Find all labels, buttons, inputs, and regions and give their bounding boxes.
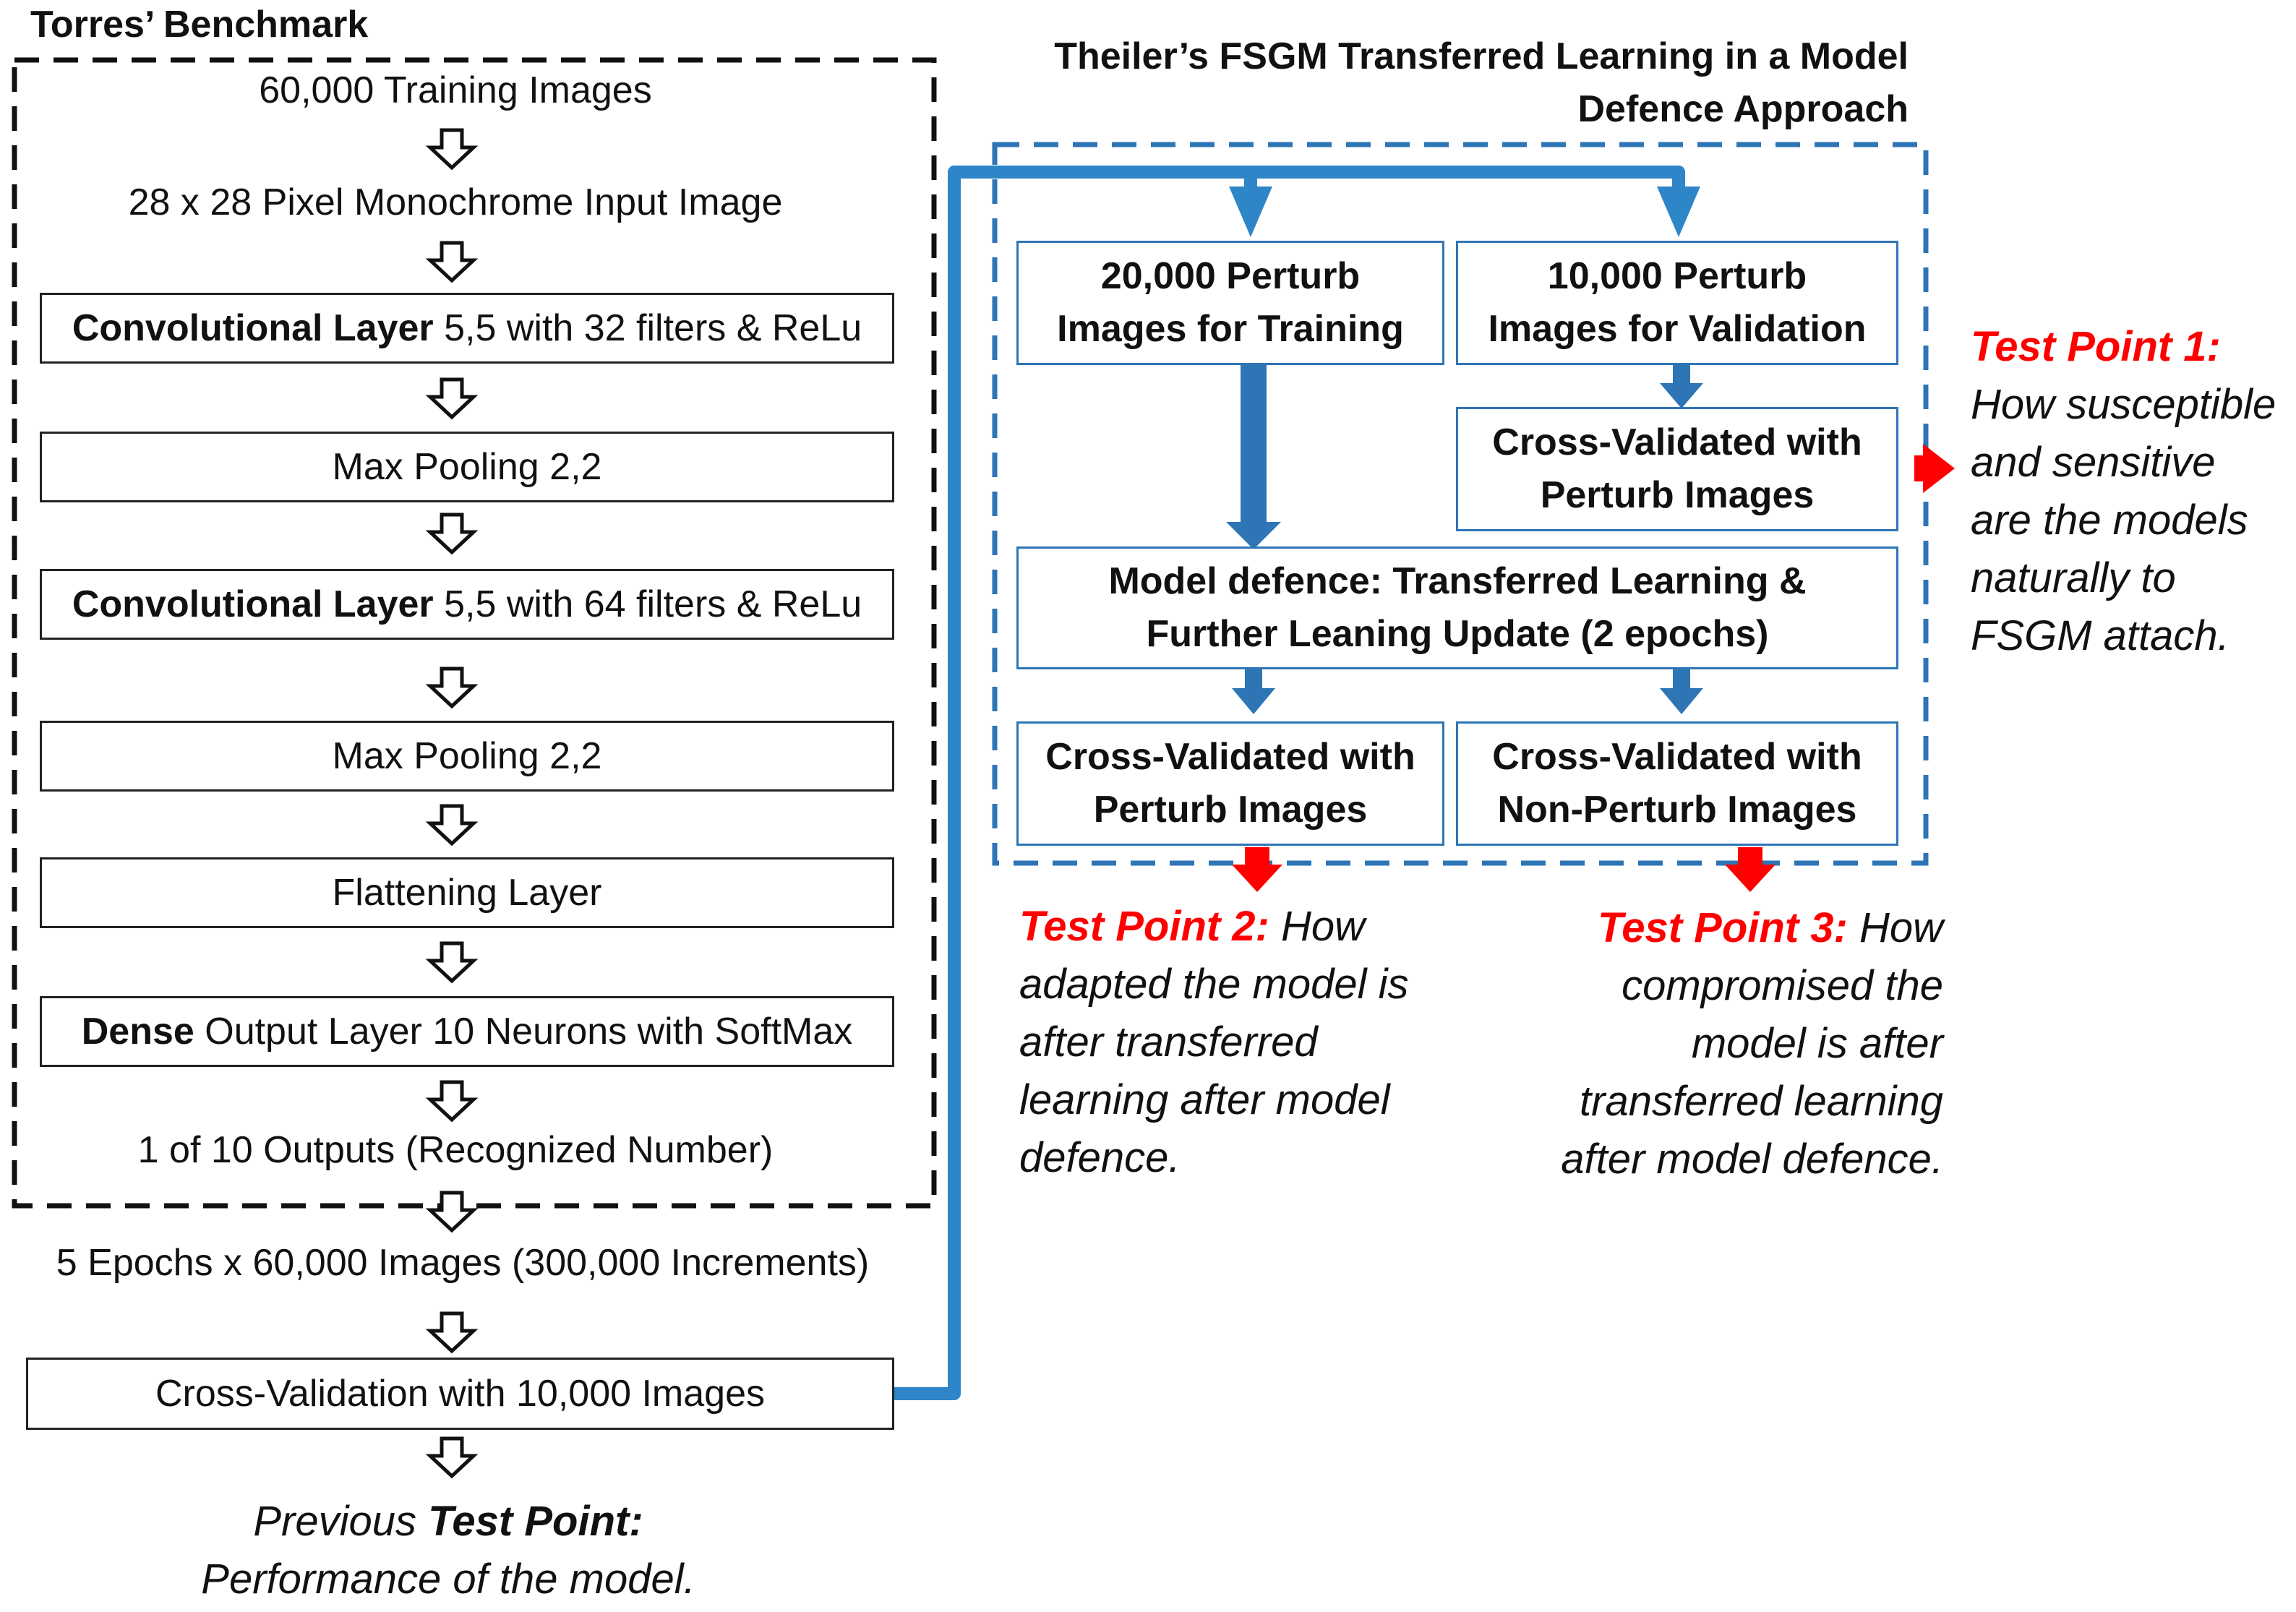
- model-defence-line1: Model defence: Transferred Learning &: [1108, 560, 1807, 603]
- flow-arrow-11: [430, 1439, 474, 1476]
- defence-title-line2: Defence Approach: [1577, 88, 1909, 130]
- conv-layer-2-text: 5,5 with 64 filters & ReLu: [433, 583, 862, 625]
- blue-arrow-defence-to-cv-nonperturb: [1660, 669, 1703, 714]
- blue-arrow-validation-to-cv: [1660, 365, 1703, 408]
- test-point-2-line2: after transferred: [1019, 1019, 1318, 1066]
- test-point-1-line2: and sensitive: [1971, 439, 2216, 486]
- conv-layer-2-box: Convolutional Layer 5,5 with 64 filters …: [40, 569, 894, 640]
- input-image-label: 28 x 28 Pixel Monochrome Input Image: [128, 181, 783, 223]
- conv-layer-2-bold: Convolutional Layer: [72, 583, 434, 625]
- test-point-3-line3: transferred learning: [1580, 1078, 1943, 1125]
- test-point-3-first: How: [1847, 904, 1943, 951]
- red-arrow-test-point-3: [1725, 847, 1775, 892]
- flow-arrow-5: [430, 669, 474, 706]
- dense-layer-box: Dense Output Layer 10 Neurons with SoftM…: [40, 996, 894, 1067]
- flow-arrow-2: [430, 243, 474, 280]
- dense-layer-bold: Dense: [81, 1010, 194, 1052]
- test-point-1-line1: How susceptible: [1971, 381, 2276, 428]
- model-defence-line2: Further Leaning Update (2 epochs): [1146, 613, 1769, 655]
- cv-perturb-bottom-box: Cross-Validated with Perturb Images: [1016, 721, 1444, 846]
- red-arrow-test-point-1: [1914, 444, 1955, 493]
- conv-layer-1-bold: Convolutional Layer: [72, 306, 434, 349]
- cv-perturb-bottom-line2: Perturb Images: [1093, 789, 1368, 831]
- test-point-1-line4: naturally to: [1971, 554, 2176, 601]
- blue-arrow-defence-to-cv-perturb: [1232, 669, 1275, 714]
- flow-arrow-4: [430, 515, 474, 552]
- test-point-1-line3: are the models: [1971, 497, 2248, 544]
- defence-title-line1: Theiler’s FSGM Transferred Learning in a…: [1054, 35, 1909, 77]
- model-defence-box: Model defence: Transferred Learning & Fu…: [1016, 546, 1898, 669]
- cv-perturb-top-line1: Cross-Validated with: [1492, 421, 1862, 464]
- red-arrow-test-point-2: [1232, 847, 1282, 892]
- dense-layer-text: Output Layer 10 Neurons with SoftMax: [194, 1010, 853, 1052]
- perturb-training-box: 20,000 Perturb Images for Training: [1016, 241, 1444, 365]
- test-point-2-line1: adapted the model is: [1019, 961, 1409, 1008]
- test-point-1-line5: FSGM attach.: [1971, 612, 2229, 659]
- training-images-label: 60,000 Training Images: [259, 69, 652, 111]
- test-point-3-line1: compromised the: [1622, 962, 1943, 1009]
- previous-test-point-bold: Test Point:: [428, 1498, 643, 1545]
- flow-arrow-1: [430, 130, 474, 168]
- max-pooling-2-box: Max Pooling 2,2: [40, 721, 894, 792]
- epochs-label: 5 Epochs x 60,000 Images (300,000 Increm…: [56, 1242, 870, 1284]
- test-point-3-line4: after model defence.: [1561, 1136, 1943, 1183]
- previous-test-point: Previous Test Point: Performance of the …: [72, 1493, 824, 1608]
- blue-arrow-training-to-defence: [1226, 365, 1281, 549]
- cv-non-perturb-box: Cross-Validated with Non-Perturb Images: [1456, 721, 1898, 846]
- test-point-2-line4: defence.: [1019, 1134, 1181, 1181]
- cv-perturb-top-line2: Perturb Images: [1540, 474, 1815, 516]
- outputs-label: 1 of 10 Outputs (Recognized Number): [137, 1129, 774, 1171]
- blue-arrowhead-left: [1229, 187, 1272, 237]
- flow-arrow-10: [430, 1313, 474, 1351]
- previous-test-point-line2: Performance of the model.: [201, 1556, 695, 1603]
- perturb-training-line1: 20,000 Perturb: [1100, 255, 1361, 298]
- test-point-2-line3: learning after model: [1019, 1076, 1390, 1123]
- test-point-3-line2: model is after: [1691, 1020, 1943, 1067]
- previous-test-point-prefix: Previous: [253, 1498, 429, 1545]
- defence-dashed-frame: [992, 142, 1929, 866]
- cv-non-perturb-line2: Non-Perturb Images: [1497, 789, 1857, 831]
- conv-layer-1-text: 5,5 with 32 filters & ReLu: [433, 306, 862, 349]
- test-point-1: Test Point 1: How susceptible and sensit…: [1971, 318, 2276, 665]
- test-point-1-label: Test Point 1:: [1971, 323, 2221, 370]
- blue-connector-line: [888, 166, 1685, 1400]
- perturb-validation-box: 10,000 Perturb Images for Validation: [1456, 241, 1898, 365]
- benchmark-title: Torres’ Benchmark: [30, 4, 369, 46]
- perturb-training-line2: Images for Training: [1057, 308, 1404, 350]
- perturb-validation-line2: Images for Validation: [1488, 308, 1867, 350]
- defence-title: Theiler’s FSGM Transferred Learning in a…: [1054, 30, 1909, 136]
- cv-perturb-bottom-line1: Cross-Validated with: [1045, 736, 1415, 779]
- test-point-2-first: How: [1269, 903, 1366, 950]
- test-point-2: Test Point 2: How adapted the model is a…: [1019, 898, 1408, 1187]
- cv-perturb-top-box: Cross-Validated with Perturb Images: [1456, 407, 1898, 531]
- benchmark-dashed-frame: [12, 57, 937, 1209]
- cv-non-perturb-line1: Cross-Validated with: [1492, 736, 1862, 779]
- perturb-validation-line1: 10,000 Perturb: [1547, 255, 1807, 298]
- test-point-3-label: Test Point 3:: [1597, 904, 1848, 951]
- flow-arrow-9: [430, 1193, 474, 1230]
- test-point-2-label: Test Point 2:: [1019, 903, 1269, 950]
- conv-layer-1-box: Convolutional Layer 5,5 with 32 filters …: [40, 293, 894, 364]
- flow-arrow-7: [430, 943, 474, 981]
- flattening-layer-box: Flattening Layer: [40, 857, 894, 928]
- flow-arrow-3: [430, 380, 474, 417]
- flow-arrow-8: [430, 1082, 474, 1120]
- max-pooling-1-box: Max Pooling 2,2: [40, 432, 894, 502]
- blue-arrowhead-right: [1657, 187, 1700, 237]
- test-point-3: Test Point 3: How compromised the model …: [1561, 899, 1943, 1188]
- flow-arrow-6: [430, 806, 474, 844]
- cross-validation-box: Cross-Validation with 10,000 Images: [26, 1358, 894, 1430]
